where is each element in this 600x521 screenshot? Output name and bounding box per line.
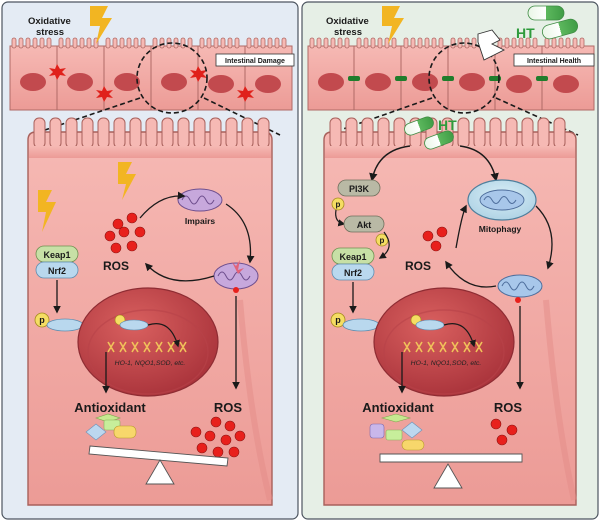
left-antioxidant-label: Antioxidant — [74, 400, 146, 415]
left-p-label: p — [39, 315, 45, 325]
right-ros-cluster-top — [422, 226, 448, 252]
left-tissue-label: Intestinal Damage — [225, 58, 285, 65]
left-zoom-line-b — [203, 97, 281, 136]
right-pi3k-label: PI3K — [349, 184, 370, 194]
right-ros-top-label: ROS — [405, 259, 431, 273]
right-mitophagy-label: Mitophagy — [479, 224, 522, 234]
ht-capsule-icon — [404, 116, 454, 150]
left-ros-bottom-label: ROS — [214, 400, 243, 415]
lightning-icon — [382, 6, 404, 44]
right-ht-top-label: HT — [516, 25, 535, 41]
left-ros-cluster-bottom — [190, 416, 246, 458]
left-mitochondrion-healthy — [177, 188, 223, 212]
right-balance-scale — [379, 453, 523, 489]
ht-capsule-icon — [527, 5, 579, 40]
left-ros-top-label: ROS — [103, 259, 129, 273]
right-nrf2-box — [331, 263, 375, 281]
right-mitophagy-vesicle — [467, 179, 537, 221]
right-ros-cluster-bottom — [490, 418, 518, 446]
right-tissue-label-box — [513, 53, 595, 67]
right-zoom-circle — [428, 42, 500, 114]
left-nucleus — [77, 287, 219, 397]
right-phospho-marker — [330, 312, 346, 328]
left-tissue-label-box — [215, 53, 295, 67]
left-antioxidant-molecules — [85, 413, 137, 441]
left-tissue-strip — [9, 37, 293, 111]
left-phospho-marker — [34, 312, 50, 328]
right-keap1-label: Keap1 — [339, 252, 366, 262]
down-arrow-icon — [477, 29, 506, 61]
left-impairs-label: Impairs — [185, 216, 216, 226]
left-zoom-line-a — [29, 97, 141, 136]
right-phospho-marker — [331, 197, 345, 211]
right-p2-label: p — [380, 236, 385, 245]
left-dna-icon — [107, 341, 187, 353]
right-ros-bottom-label: ROS — [494, 400, 523, 415]
right-pi3k-box — [337, 179, 381, 197]
right-akt-box — [343, 215, 385, 233]
right-zoom-line-a — [325, 97, 433, 136]
left-ros-cluster-top — [104, 212, 146, 254]
right-mitochondrion-healthy — [497, 274, 543, 303]
right-nrf2-free — [342, 318, 380, 332]
right-akt-label: Akt — [357, 220, 372, 230]
left-keap1-label: Keap1 — [43, 250, 70, 260]
right-antioxidant-molecules — [369, 413, 425, 451]
right-antioxidant-label: Antioxidant — [362, 400, 434, 415]
right-nucleus — [373, 287, 515, 397]
lightning-icon — [90, 6, 112, 44]
right-nrf2-label: Nrf2 — [344, 268, 362, 278]
right-p1-label: p — [336, 200, 341, 209]
left-nrf2-label: Nrf2 — [48, 266, 66, 276]
left-nrf2-box — [35, 261, 79, 279]
right-dna-icon — [403, 341, 483, 353]
left-nrf2-free — [46, 318, 84, 332]
lightning-icon — [38, 190, 56, 232]
left-genes-label: HO-1, NQO1,SOD, etc. — [115, 360, 186, 367]
right-genes-label: HO-1, NQO1,SOD, etc. — [411, 360, 482, 367]
left-balance-scale — [88, 445, 229, 485]
right-p3-label: p — [335, 315, 341, 325]
right-tissue-strip — [307, 37, 595, 111]
lightning-icon — [118, 162, 136, 200]
right-ht-cell-label: HT — [438, 117, 457, 133]
right-tissue-label: Intestinal Health — [527, 58, 581, 65]
left-zoom-circle — [136, 42, 208, 114]
